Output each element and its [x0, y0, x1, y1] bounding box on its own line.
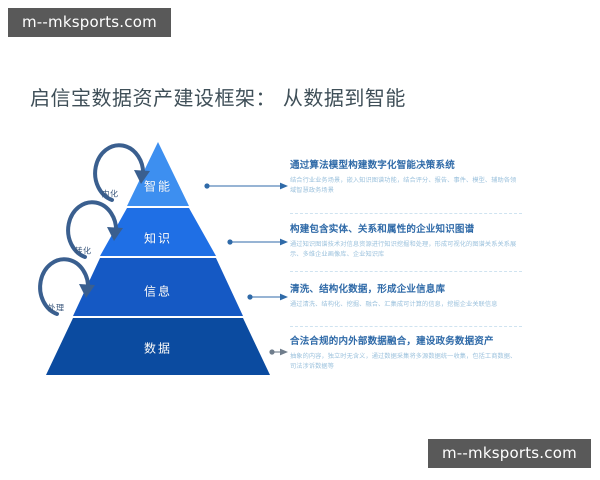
- description-body: 通过清洗、结构化、挖掘、融合、汇集成可计算的信息，挖掘企业关联信息: [290, 301, 498, 309]
- page-title: 启信宝数据资产建设框架： 从数据到智能: [30, 86, 406, 110]
- cycle-label-transform: 转化: [74, 246, 92, 256]
- tier-label-information: 信息: [143, 284, 173, 299]
- description-title: 构建包含实体、关系和属性的企业知识图谱: [290, 224, 475, 235]
- description-body: 通过知识图谱技术对信息资源进行知识挖掘和处理，形成可视化的图谱关系关系展示、多维…: [290, 241, 517, 258]
- tier-label-intelligence: 智能: [143, 179, 173, 194]
- description-separator: [290, 213, 522, 214]
- watermark-bottom: m--mksports.com: [428, 439, 591, 468]
- description-title: 合法合规的内外部数据融合，建设政务数据资产: [290, 336, 494, 347]
- watermark-top: m--mksports.com: [8, 8, 171, 37]
- description-title: 通过算法模型构建数字化智能决策系统: [290, 160, 455, 171]
- description-separator: [290, 271, 522, 272]
- cycle-arrow-group: [38, 143, 146, 316]
- description-block-knowledge[interactable]: 构建包含实体、关系和属性的企业知识图谱 通过知识图谱技术对信息资源进行知识挖掘和…: [290, 224, 522, 260]
- tier-label-data: 数据: [143, 341, 173, 356]
- pyramid-tier-intelligence[interactable]: [127, 142, 189, 206]
- description-block-information[interactable]: 清洗、结构化数据，形成企业信息库 通过清洗、结构化、挖掘、融合、汇集成可计算的信…: [290, 284, 522, 310]
- description-block-data[interactable]: 合法合规的内外部数据融合，建设政务数据资产 抽象的内容，独立时无含义，通过数据采…: [290, 336, 522, 372]
- cycle-label-internalize: 内化: [101, 189, 119, 199]
- description-title: 清洗、结构化数据，形成企业信息库: [290, 284, 446, 295]
- tier-label-knowledge: 知识: [143, 231, 173, 246]
- cycle-label-process: 处理: [47, 303, 65, 313]
- description-separator: [290, 326, 522, 327]
- connector-arrows: [204, 182, 288, 356]
- description-body: 抽象的内容，独立时无含义，通过数据采集将多源数据统一收集，包括工商数据、司法涉诉…: [290, 353, 517, 370]
- description-block-intelligence[interactable]: 通过算法模型构建数字化智能决策系统 结合行业业务场景，嵌入知识图谱功能，结合评分…: [290, 160, 522, 196]
- description-body: 结合行业业务场景，嵌入知识图谱功能，结合评分、报告、事件、模型、辅助各领域智慧政…: [290, 177, 517, 194]
